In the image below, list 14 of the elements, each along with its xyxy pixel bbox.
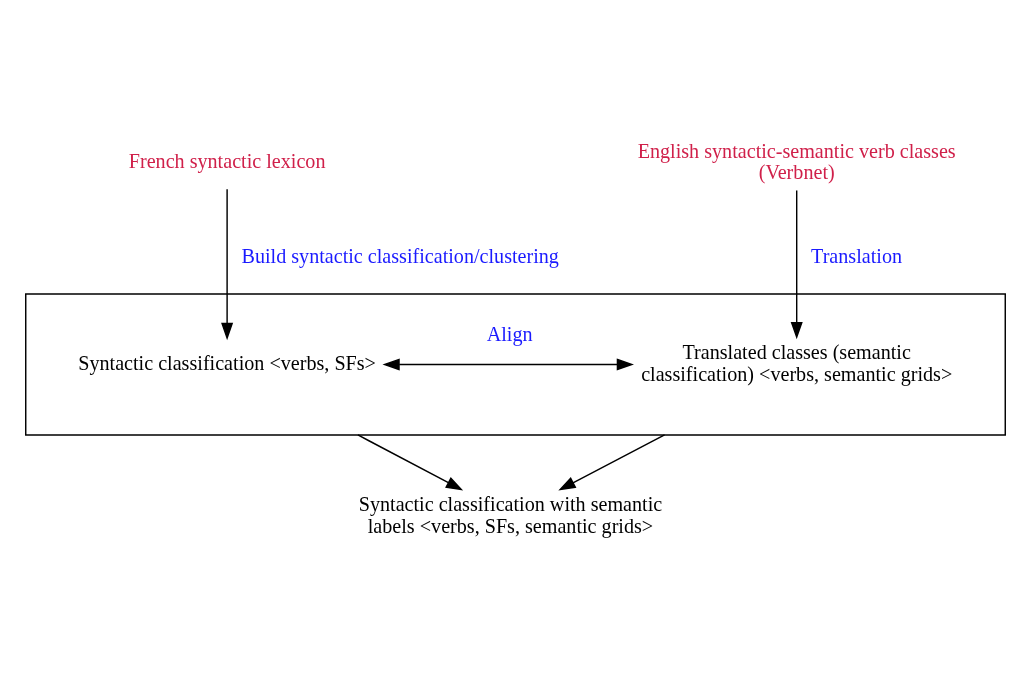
edge-label: Build syntactic classification/clustering <box>241 245 559 268</box>
arrow <box>790 189 803 340</box>
node-text: English syntactic-semantic verb classes (Verbnet) <box>637 139 956 184</box>
node-text: Syntactic classification with semantic labels <verbs, SFs, semantic grids> <box>358 493 663 538</box>
node-text: French syntactic lexicon <box>128 150 326 173</box>
edge-label: Translation <box>811 245 903 268</box>
edge-label: Align <box>486 323 533 346</box>
cluster <box>25 293 1006 436</box>
arrow <box>221 188 234 341</box>
node-text: Translated classes (semantic classification) <verbs, semantic grids> <box>641 340 953 385</box>
arrow <box>382 358 634 371</box>
arrow <box>357 434 464 491</box>
arrow <box>558 434 666 491</box>
node-text: Syntactic classification <verbs, SFs> <box>78 351 376 374</box>
